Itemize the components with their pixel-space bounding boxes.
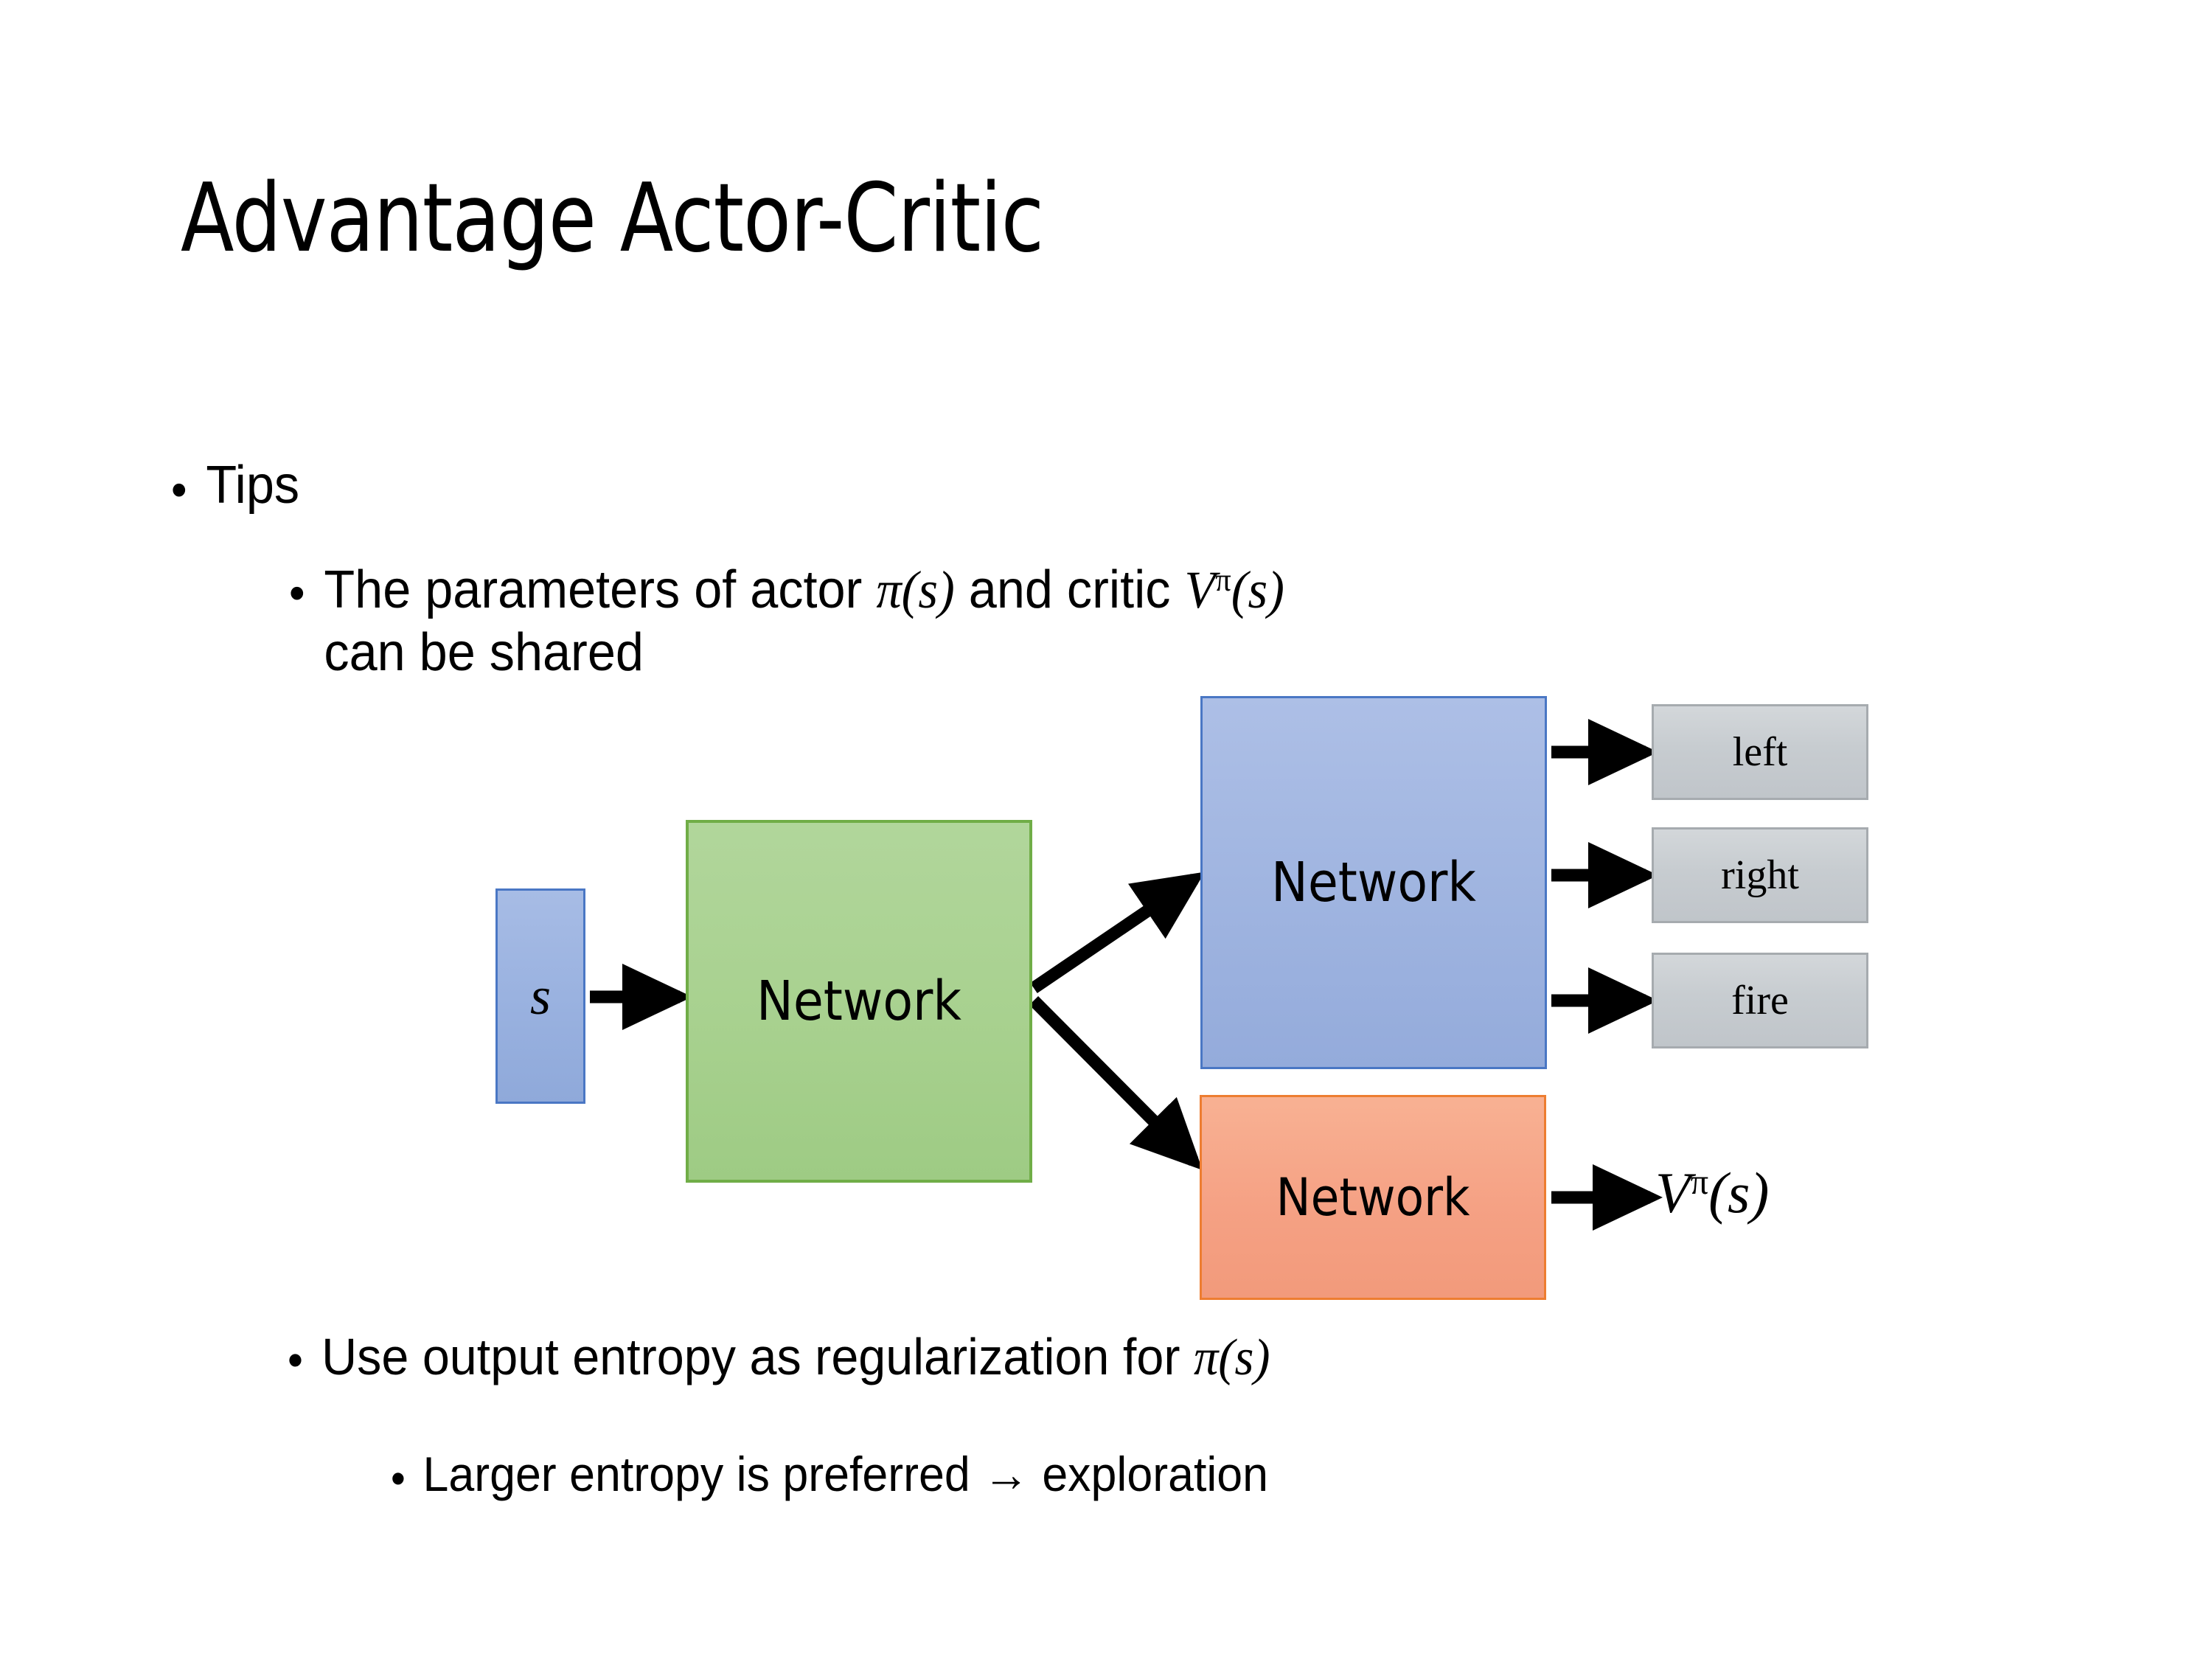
arrow-shared-to-actor-network — [1030, 872, 1206, 994]
math-actor-pi: π — [876, 560, 902, 619]
bullet-larger-entropy: • Larger entropy is preferred → explorat… — [391, 1447, 2002, 1503]
bullet-entropy-label: Use output entropy as regularization for… — [321, 1327, 2003, 1388]
bullet-marker-icon: • — [391, 1453, 406, 1503]
bullet-shared-parameters: • The parameters of actor π(s) and criti… — [289, 559, 1992, 684]
arrow-shared-to-critic-network — [1029, 996, 1203, 1171]
actor-network-label: Network — [1271, 851, 1476, 914]
math-value-arg: (s) — [1708, 1161, 1770, 1225]
math-critic-v: Vπ — [1185, 560, 1231, 619]
action-output-right-label: right — [1721, 852, 1799, 898]
shared-network-box: Network — [686, 820, 1032, 1183]
action-output-left-label: left — [1732, 729, 1788, 775]
math-value-superscript-pi: π — [1690, 1162, 1709, 1202]
bullet-marker-icon: • — [171, 462, 187, 517]
action-output-fire: fire — [1652, 953, 1868, 1048]
action-output-left: left — [1652, 704, 1868, 800]
text-use-output-entropy: Use output entropy as regularization for — [321, 1328, 1194, 1385]
action-output-right: right — [1652, 827, 1868, 923]
shared-network-label: Network — [757, 970, 961, 1033]
math-value-v-letter: V — [1655, 1161, 1691, 1225]
state-input-box: s — [495, 888, 585, 1104]
math-value-v: Vπ — [1655, 1161, 1708, 1225]
text-and-critic: and critic — [954, 560, 1185, 619]
math-critic-v-letter: V — [1184, 560, 1216, 619]
math-entropy-arg: (s) — [1218, 1329, 1270, 1386]
math-critic-arg: (s) — [1231, 560, 1284, 619]
value-output-label: Vπ(s) — [1655, 1164, 1769, 1222]
bullet-entropy-regularization: • Use output entropy as regularization f… — [288, 1327, 2004, 1388]
bullet-shared-parameters-label: The parameters of actor π(s) and critic … — [324, 559, 1991, 684]
math-critic-superscript-pi: π — [1215, 560, 1231, 598]
bullet-larger-entropy-label: Larger entropy is preferred → exploratio… — [422, 1447, 1269, 1501]
math-entropy-pi: π — [1193, 1329, 1219, 1386]
critic-network-label: Network — [1276, 1167, 1470, 1228]
text-parameters-of-actor: The parameters of actor — [324, 560, 877, 619]
bullet-marker-icon: • — [289, 566, 305, 620]
bullet-tips-label: Tips — [206, 456, 300, 515]
action-output-fire-label: fire — [1731, 978, 1789, 1023]
state-input-label: s — [529, 966, 552, 1026]
text-can-be-shared: can be shared — [324, 622, 644, 682]
critic-network-box: Network — [1200, 1095, 1546, 1300]
page-title: Advantage Actor-Critic — [181, 164, 1044, 274]
bullet-marker-icon: • — [288, 1334, 303, 1386]
bullet-tips: • Tips — [171, 456, 801, 515]
actor-network-box: Network — [1200, 696, 1547, 1069]
math-actor-arg: (s) — [901, 560, 955, 619]
